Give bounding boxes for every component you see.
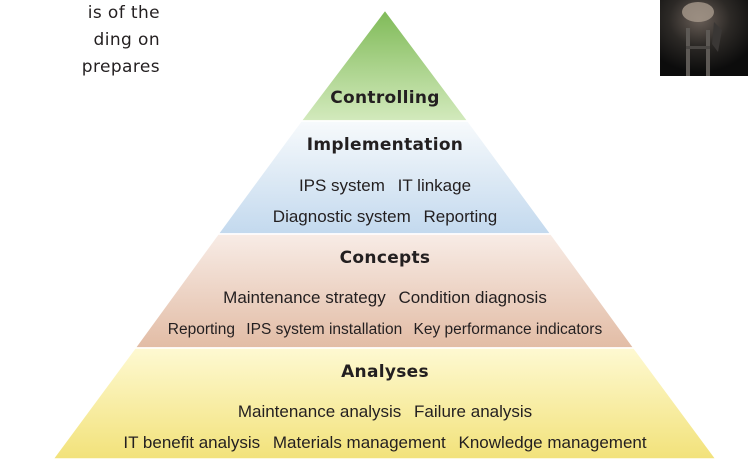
tier-items-row: IT benefit analysis Materials management… [123,433,646,452]
tier-item: Maintenance strategy [223,288,386,307]
tier-item: IT linkage [398,176,471,195]
tier-title-controlling: Controlling [330,88,440,108]
article-text-line: is of the [87,3,160,23]
tier-item: Condition diagnosis [398,288,546,307]
tier-item: Maintenance analysis [238,402,401,421]
tier-item: Reporting [423,207,497,226]
tier-items-row: Maintenance strategy Condition diagnosis [223,288,547,307]
tier-item: Failure analysis [414,402,532,421]
article-text-line: prepares [81,57,160,77]
tier-title-analyses: Analyses [341,362,429,382]
tier-items-row: Reporting IPS system installation Key pe… [168,321,603,338]
photo-thumbnail [660,0,748,76]
tier-item: IPS system installation [246,321,402,338]
tier-items-row: Diagnostic system Reporting [273,207,497,226]
photo-image [660,0,748,76]
tier-item: IPS system [299,176,385,195]
article-text-fragment: is of the ding on prepares [0,0,160,81]
pyramid-tier-analyses [52,347,717,459]
tier-item: Diagnostic system [273,207,411,226]
tier-title-implementation: Implementation [307,135,463,155]
tier-items-row: IPS system IT linkage [299,176,471,195]
tier-item: IT benefit analysis [123,433,260,452]
tier-items-row: Maintenance analysis Failure analysis [238,402,532,421]
tier-item: Materials management [273,433,446,452]
tier-item: Key performance indicators [414,321,603,338]
article-text-line: ding on [93,30,160,50]
tier-title-concepts: Concepts [340,248,431,268]
tier-item: Knowledge management [459,433,647,452]
tier-item: Reporting [168,321,235,338]
